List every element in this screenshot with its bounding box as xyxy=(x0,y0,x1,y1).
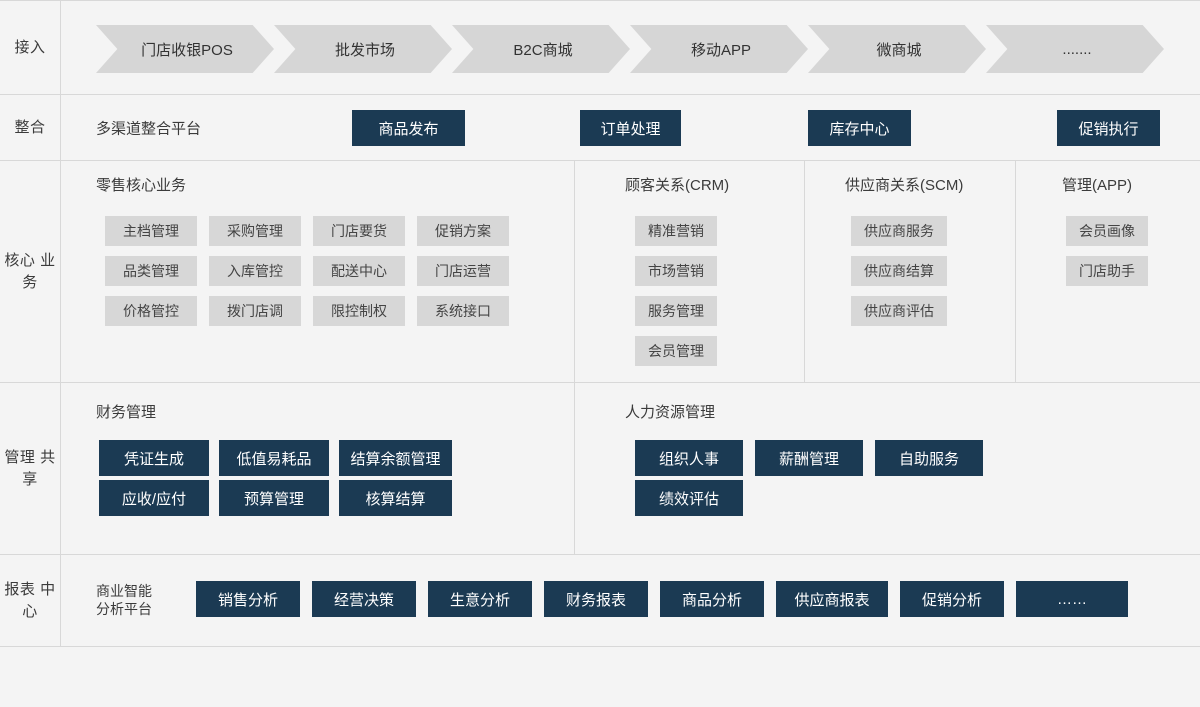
app-item-member-profile[interactable]: 会员画像 xyxy=(1066,216,1148,246)
core-item-store-requisition[interactable]: 门店要货 xyxy=(313,216,405,246)
row-body-report-center: 商业智能 分析平台 销售分析 经营决策 生意分析 财务报表 商品分析 供应商报表… xyxy=(61,555,1200,646)
module-inventory-center[interactable]: 库存中心 xyxy=(808,110,911,146)
group-title-management-app: 管理(APP) xyxy=(1062,177,1133,194)
hr-item-self-service[interactable]: 自助服务 xyxy=(875,440,983,476)
group-title-retail-core: 零售核心业务 xyxy=(96,177,187,194)
row-body-integration: 多渠道整合平台 商品发布 订单处理 库存中心 促销执行 xyxy=(61,95,1200,160)
scm-item-supplier-evaluation[interactable]: 供应商评估 xyxy=(851,296,947,326)
core-item-price-control[interactable]: 价格管控 xyxy=(105,296,197,326)
finance-item-settlement-balance[interactable]: 结算余额管理 xyxy=(339,440,452,476)
row-core-business: 核心 业务 零售核心业务 主档管理 采购管理 门店要货 促销方案 品类管理 入库… xyxy=(0,161,1200,383)
scm-item-supplier-service[interactable]: 供应商服务 xyxy=(851,216,947,246)
hr-item-compensation-mgmt[interactable]: 薪酬管理 xyxy=(755,440,863,476)
row-integration: 整合 多渠道整合平台 商品发布 订单处理 库存中心 促销执行 xyxy=(0,95,1200,161)
module-product-publish[interactable]: 商品发布 xyxy=(352,110,465,146)
channel-chevron-mobile-app[interactable]: 移动APP xyxy=(630,25,808,73)
module-promotion-execution[interactable]: 促销执行 xyxy=(1057,110,1160,146)
row-body-management-shared: 财务管理 凭证生成 低值易耗品 结算余额管理 应收/应付 预算管理 核算结算 人… xyxy=(61,383,1200,554)
app-item-store-assistant[interactable]: 门店助手 xyxy=(1066,256,1148,286)
column-divider xyxy=(574,161,575,382)
column-divider xyxy=(1015,161,1016,382)
channel-chevron-pos[interactable]: 门店收银POS xyxy=(96,25,274,73)
core-item-store-transfer[interactable]: 拨门店调 xyxy=(209,296,301,326)
row-label-integration: 整合 xyxy=(0,95,61,160)
row-body-core-business: 零售核心业务 主档管理 采购管理 门店要货 促销方案 品类管理 入库管控 配送中… xyxy=(61,161,1200,382)
crm-item-member-mgmt[interactable]: 会员管理 xyxy=(635,336,717,366)
report-item-business-decision[interactable]: 经营决策 xyxy=(312,581,416,617)
report-item-more[interactable]: …… xyxy=(1016,581,1128,617)
finance-item-voucher-generation[interactable]: 凭证生成 xyxy=(99,440,209,476)
crm-item-market-marketing[interactable]: 市场营销 xyxy=(635,256,717,286)
group-title-scm: 供应商关系(SCM) xyxy=(845,177,964,194)
finance-item-low-value-consumables[interactable]: 低值易耗品 xyxy=(219,440,329,476)
crm-item-precision-marketing[interactable]: 精准营销 xyxy=(635,216,717,246)
channel-label: 微商城 xyxy=(876,41,922,59)
channel-chevron-wechat-mall[interactable]: 微商城 xyxy=(808,25,986,73)
row-label-report-center: 报表 中心 xyxy=(0,555,61,646)
core-item-category-mgmt[interactable]: 品类管理 xyxy=(105,256,197,286)
core-item-inbound-control[interactable]: 入库管控 xyxy=(209,256,301,286)
channel-label: 移动APP xyxy=(690,41,751,59)
row-label-core-business: 核心 业务 xyxy=(0,161,61,382)
core-item-purchasing[interactable]: 采购管理 xyxy=(209,216,301,246)
column-divider xyxy=(574,383,575,554)
core-item-master-data[interactable]: 主档管理 xyxy=(105,216,197,246)
row-report-center: 报表 中心 商业智能 分析平台 销售分析 经营决策 生意分析 财务报表 商品分析… xyxy=(0,555,1200,647)
group-title-finance: 财务管理 xyxy=(96,404,157,421)
hr-item-performance-evaluation[interactable]: 绩效评估 xyxy=(635,480,743,516)
finance-item-budget-mgmt[interactable]: 预算管理 xyxy=(219,480,329,516)
report-item-product-analysis[interactable]: 商品分析 xyxy=(660,581,764,617)
bi-platform-label: 商业智能 分析平台 xyxy=(96,582,152,618)
crm-item-service-mgmt[interactable]: 服务管理 xyxy=(635,296,717,326)
report-item-business-analysis[interactable]: 生意分析 xyxy=(428,581,532,617)
finance-item-receivable-payable[interactable]: 应收/应付 xyxy=(99,480,209,516)
channel-chevron-track: 门店收银POS 批发市场 B2C商城 移动APP 微商城 ....... xyxy=(61,1,1200,94)
core-item-store-operations[interactable]: 门店运营 xyxy=(417,256,509,286)
row-management-shared: 管理 共享 财务管理 凭证生成 低值易耗品 结算余额管理 应收/应付 预算管理 … xyxy=(0,383,1200,555)
channel-label: ....... xyxy=(1062,40,1092,58)
row-label-management-shared: 管理 共享 xyxy=(0,383,61,554)
column-divider xyxy=(804,161,805,382)
channel-chevron-wholesale[interactable]: 批发市场 xyxy=(274,25,452,73)
report-item-sales-analysis[interactable]: 销售分析 xyxy=(196,581,300,617)
row-access: 接入 门店收银POS 批发市场 B2C商城 移动APP 微商城 ....... xyxy=(0,0,1200,95)
row-label-access: 接入 xyxy=(0,1,61,94)
channel-label: 门店收银POS xyxy=(141,41,233,59)
core-item-promotion-plan[interactable]: 促销方案 xyxy=(417,216,509,246)
core-item-system-interface[interactable]: 系统接口 xyxy=(417,296,509,326)
channel-label: B2C商城 xyxy=(513,41,573,59)
group-title-crm: 顾客关系(CRM) xyxy=(625,177,730,194)
scm-item-supplier-settlement[interactable]: 供应商结算 xyxy=(851,256,947,286)
core-item-limit-authority[interactable]: 限控制权 xyxy=(313,296,405,326)
multichannel-platform-label: 多渠道整合平台 xyxy=(96,120,202,137)
group-title-hr: 人力资源管理 xyxy=(625,404,716,421)
report-item-financial-report[interactable]: 财务报表 xyxy=(544,581,648,617)
finance-item-accounting-settlement[interactable]: 核算结算 xyxy=(339,480,452,516)
channel-chevron-b2c[interactable]: B2C商城 xyxy=(452,25,630,73)
row-body-access: 门店收银POS 批发市场 B2C商城 移动APP 微商城 ....... xyxy=(61,1,1200,94)
channel-label: 批发市场 xyxy=(334,41,395,59)
report-item-promotion-analysis[interactable]: 促销分析 xyxy=(900,581,1004,617)
report-item-supplier-report[interactable]: 供应商报表 xyxy=(776,581,888,617)
hr-item-organization-personnel[interactable]: 组织人事 xyxy=(635,440,743,476)
module-order-processing[interactable]: 订单处理 xyxy=(580,110,681,146)
channel-chevron-more[interactable]: ....... xyxy=(986,25,1164,73)
core-item-distribution-center[interactable]: 配送中心 xyxy=(313,256,405,286)
